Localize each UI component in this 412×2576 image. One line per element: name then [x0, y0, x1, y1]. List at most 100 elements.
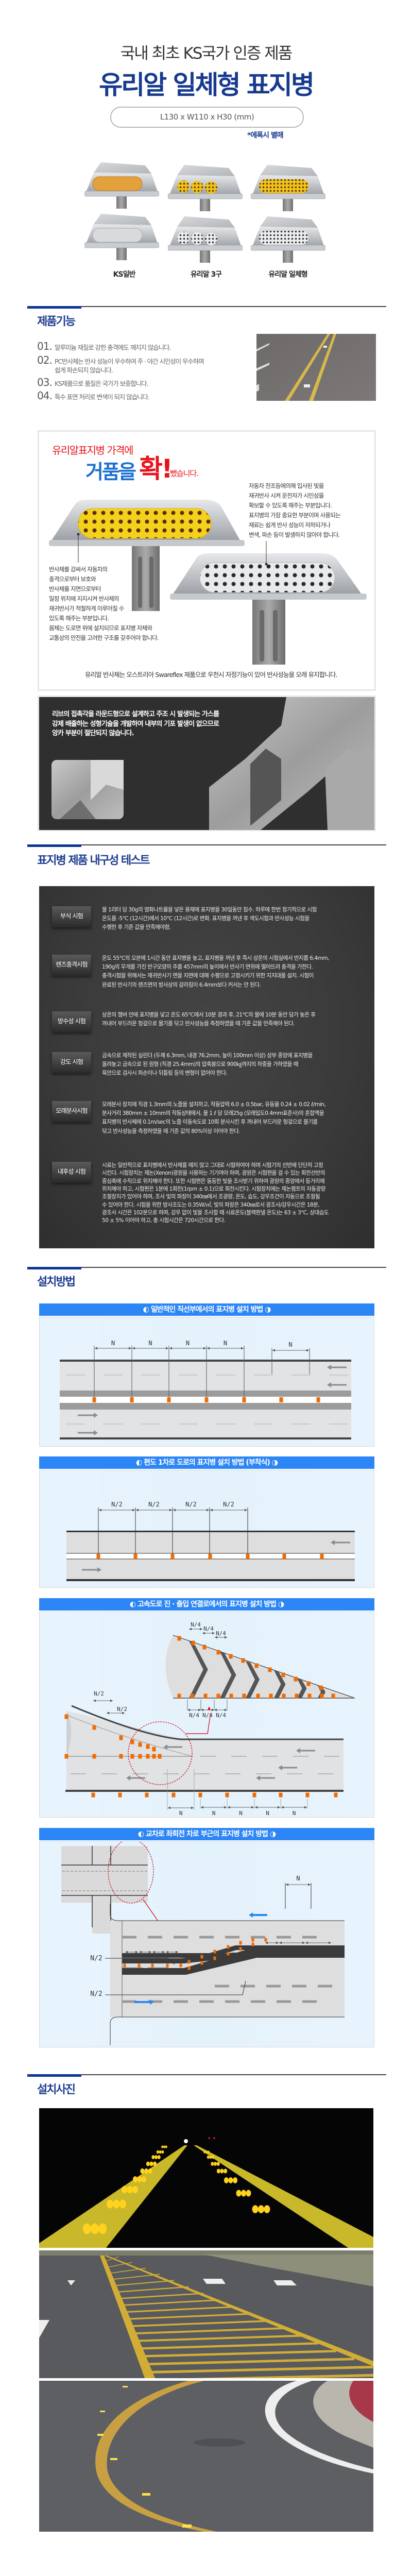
lane-dash: [75, 1871, 77, 1872]
dimension-label: N: [296, 1875, 300, 1882]
callout-leader: [186, 1713, 211, 1734]
pointer-arrow: [208, 1706, 211, 1710]
road-edge: [65, 1790, 344, 1792]
marker-dot: [92, 1725, 96, 1730]
dimension-arrow: [173, 1509, 176, 1512]
reflector-light: [154, 2155, 158, 2159]
marker-dot: [92, 1754, 96, 1759]
direction-arrow-head: [94, 1430, 98, 1435]
lane-dash: [132, 1773, 148, 1774]
lane-dash: [116, 1890, 118, 1891]
feature-text: 알루미늄 재질로 강한 충격에도 깨지지 않습니다.: [55, 344, 171, 351]
hatch-line: [125, 2306, 235, 2313]
dimension-arrow: [99, 1509, 101, 1512]
direction-arrow-head: [278, 1765, 282, 1770]
dimension-arrow: [166, 1951, 168, 1954]
marker-dot: [252, 1792, 256, 1798]
lane-dash: [104, 1374, 123, 1376]
text-line: 변색, 파손 등이 발생하지 않아야 합니다.: [249, 531, 340, 538]
lane-dash: [324, 1756, 339, 1757]
chevron-stripe: [274, 1670, 286, 1698]
reflector-light: [149, 2161, 153, 2166]
hatch-line: [116, 2286, 189, 2293]
road-edge: [66, 1579, 355, 1581]
lane-dash: [291, 1374, 311, 1376]
marker-dot: [130, 1754, 134, 1759]
text-line: 재료는 쉽게 반사 성능이 저하되거나: [249, 521, 331, 529]
install-heading: 설치방법: [37, 1276, 76, 1289]
marker-dot: [200, 1961, 203, 1965]
lane-dash: [318, 1985, 332, 1988]
product-image-glass-integrated-white: [251, 216, 325, 263]
road-edge: [110, 1904, 345, 1921]
tests-panel: [39, 886, 374, 1248]
marker-dot: [269, 1693, 273, 1699]
dimension-arrow: [201, 1806, 203, 1809]
marker-dot: [187, 1966, 191, 1970]
text-line: 충격으로부터 보호와: [49, 575, 96, 583]
lane-dash: [318, 1773, 333, 1774]
direction-arrow-head: [249, 1912, 253, 1918]
lane-dash: [174, 1936, 188, 1939]
highlight-ellipse: [128, 1721, 193, 1785]
dimension-label: N: [186, 1340, 190, 1347]
dimension-arrow: [132, 1509, 135, 1512]
section-divider-line: [81, 2074, 386, 2075]
dimension-arrow: [207, 1347, 210, 1350]
road-marker: [142, 2493, 150, 2496]
anchor-closeup-image: [52, 697, 374, 830]
dimension-arrow: [169, 1509, 172, 1512]
dimension-arrow: [166, 1347, 168, 1350]
marker-dot: [130, 1739, 134, 1744]
lane-dash: [62, 1890, 65, 1891]
section-divider-accent: [27, 306, 81, 309]
dimension-arrow: [276, 1941, 279, 1944]
test-label: 부식 시험: [52, 906, 91, 927]
text-line: 교통상의 안전을 고려한 구조를 갖추어야 합니다.: [49, 634, 159, 641]
dimension-label: N/2: [111, 1501, 123, 1508]
direction-arrow-head: [94, 1413, 98, 1418]
reflector-light: [246, 2190, 251, 2197]
product-image-glass-integrated-yellow: [251, 164, 325, 211]
lane-dash: [216, 1423, 235, 1425]
marker-dot: [171, 1792, 176, 1798]
feature-number: 02.: [37, 354, 53, 366]
section-divider-line: [81, 1267, 386, 1268]
test-description-line: 모래분사 장치에 직경 1.3mm의 노즐을 설치하고, 작동압력 6.0 ± …: [102, 1101, 326, 1108]
dimension-arrow: [162, 1951, 165, 1954]
marker-closeup-yellow: [49, 500, 245, 611]
dimension-arrow: [210, 1509, 213, 1512]
lane-dash: [231, 1756, 247, 1757]
lane-dash: [99, 1871, 102, 1872]
reflector-light: [205, 2150, 208, 2154]
lane-dash: [104, 1871, 106, 1872]
text-line: 반사체를 지면으로부터: [49, 585, 101, 592]
test-description-line: 올려놓고 금속으로 된 원형 (직경 25.4mm)의 압축봉으로 900㎏까지…: [102, 1061, 298, 1068]
marker-dot: [166, 1963, 169, 1968]
road-marker: [123, 2386, 128, 2387]
feature-road-photo: [256, 334, 376, 401]
install-photo-curve: [39, 2381, 373, 2532]
test-description-line: 표지병의 반사체에 0.1m/sec의 노즐 이동속도로 10회 분사시킨 후 …: [102, 1119, 318, 1126]
reflector-light: [212, 2155, 215, 2159]
ramp-shoulder: [66, 1711, 71, 1756]
marker-dot: [279, 1397, 283, 1402]
dimension-arrow: [265, 1941, 268, 1944]
lane-dash: [254, 1423, 273, 1425]
marker-dot: [256, 1693, 260, 1699]
diagram-title-one-lane: ◐ 편도 1차로 도로의 표지병 설치 방법 (부착식) ◑: [39, 1456, 374, 1469]
lane-dash: [71, 1773, 86, 1774]
dimension-arrow: [169, 1347, 172, 1350]
test-description-line: 시료는 일반적으로 표지병에서 반사체를 떼지 않고 그대로 시험하여야 하며 …: [102, 1162, 323, 1168]
dimension-arrow: [136, 1509, 139, 1512]
hatch-line: [144, 2350, 336, 2358]
reflector-light: [140, 2168, 145, 2174]
lane-dash: [141, 1890, 143, 1891]
test-description-line: 분사거리 380mm ± 10mm의 작동상태에서, 물 1 ℓ 당 모래25g…: [102, 1110, 324, 1117]
marker-dot: [158, 1754, 162, 1759]
marker-dot: [96, 1554, 100, 1559]
test-description-line: 금속으로 제작된 실린더 (두께 6.3mm, 내경 76.2mm, 높이 10…: [102, 1053, 313, 1059]
reflector-light: [203, 2150, 206, 2154]
